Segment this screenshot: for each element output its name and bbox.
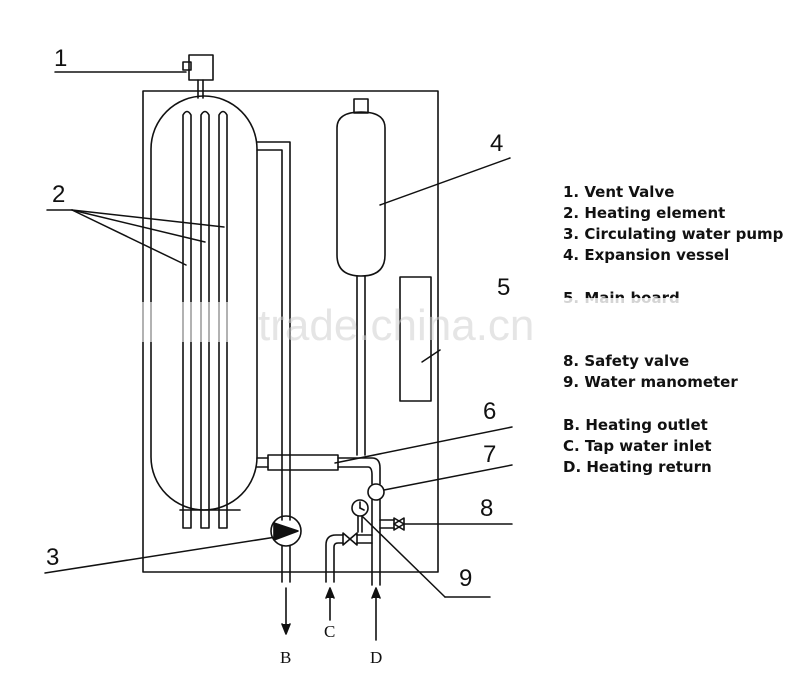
callout-5: 5 [497, 274, 510, 301]
leader-lines [44, 71, 513, 598]
return-manifold [256, 454, 381, 485]
callout-2: 2 [52, 181, 65, 208]
circulating-pump [270, 515, 302, 583]
legend-item: C. Tap water inlet [563, 437, 712, 455]
heating-elements [179, 110, 241, 529]
vent-valve [182, 54, 214, 99]
callout-6: 6 [483, 398, 496, 425]
callout-7: 7 [483, 441, 496, 468]
legend-item: 2. Heating element [563, 204, 726, 222]
legend-item: 9. Water manometer [563, 373, 738, 391]
flow-letters: B C D [280, 622, 382, 667]
watermark-blur-band [555, 298, 685, 324]
watermark: trade.china.cn [258, 301, 534, 350]
callout-3: 3 [46, 544, 59, 571]
expansion-vessel [336, 98, 386, 456]
main-board [399, 276, 432, 402]
flow-arrows [281, 587, 381, 641]
water-manometer [351, 499, 369, 533]
flow-letter-d: D [370, 648, 382, 667]
legend-item: 4. Expansion vessel [563, 246, 730, 264]
legend-item: 3. Circulating water pump [563, 225, 784, 243]
tap-water-inlet-pipe [325, 532, 373, 583]
legend-item: 8. Safety valve [563, 352, 690, 370]
callout-4: 4 [490, 130, 503, 157]
outlet-pipe [256, 141, 291, 521]
callout-9: 9 [459, 565, 472, 592]
callout-8: 8 [480, 495, 493, 522]
legend-item: 1. Vent Valve [563, 183, 675, 201]
flow-letter-b: B [280, 648, 291, 667]
legend-item: D. Heating return [563, 458, 712, 476]
flow-letter-c: C [324, 622, 335, 641]
callout-1: 1 [54, 45, 67, 72]
watermark-blur-band [130, 302, 230, 342]
legend-item: B. Heating outlet [563, 416, 708, 434]
callout-numbers: 1 2 3 4 5 6 7 8 9 [46, 45, 510, 592]
safety-valve [379, 517, 405, 531]
